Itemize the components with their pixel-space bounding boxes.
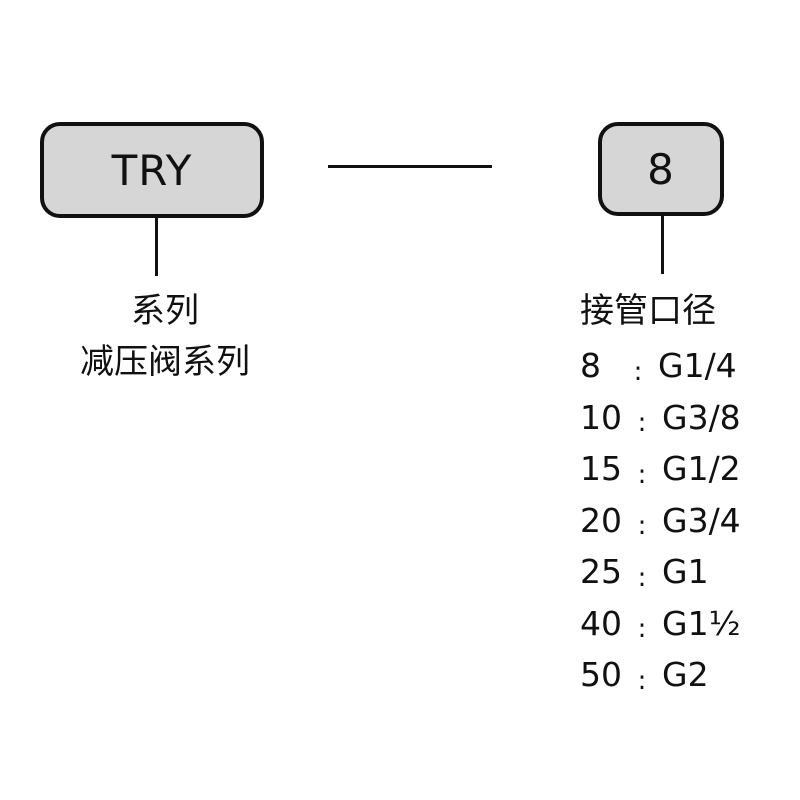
size-option-separator: : [633,356,643,387]
size-option-thread: G3/8 [662,397,741,437]
size-option: 8 : G1/4 [580,340,741,392]
size-option-thread: G1/4 [658,346,737,386]
size-option-code: 40 [580,603,622,643]
size-option: 50 : G2 [580,649,741,701]
size-option-code: 50 [580,655,622,695]
size-option: 20 : G3/4 [580,495,741,547]
size-option-separator: : [637,459,647,490]
series-connector-line [155,218,158,276]
size-option-code: 25 [580,552,622,592]
size-option: 10 : G3/8 [580,392,741,444]
size-option-code: 8 [580,346,601,386]
size-code-box: 8 [598,122,724,216]
size-option-list: 8 : G1/4 10 : G3/8 15 : G1/2 20 : G3/4 2… [580,340,741,701]
series-title: 系列 [131,291,199,331]
size-option-thread: G1/2 [662,449,741,489]
size-option-thread: G1½ [662,603,741,643]
dash-separator [328,165,492,168]
size-option: 15 : G1/2 [580,443,741,495]
size-option-separator: : [637,665,647,696]
size-option-separator: : [637,408,647,439]
size-option-separator: : [637,562,647,593]
size-option-thread: G2 [662,655,709,695]
size-option-separator: : [637,511,647,542]
size-option: 40 : G1½ [580,598,741,650]
size-option-code: 15 [580,449,622,489]
series-code: TRY [111,145,193,195]
size-connector-line [661,216,664,274]
size-option-thread: G1 [662,552,709,592]
size-option-code: 10 [580,397,622,437]
size-option-separator: : [637,614,647,645]
size-option-thread: G3/4 [662,500,741,540]
series-code-box: TRY [40,122,264,218]
series-subtitle: 减压阀系列 [80,342,250,382]
size-title: 接管口径 [580,291,716,331]
size-option-code: 20 [580,500,622,540]
size-code: 8 [647,144,675,194]
size-option: 25 : G1 [580,546,741,598]
